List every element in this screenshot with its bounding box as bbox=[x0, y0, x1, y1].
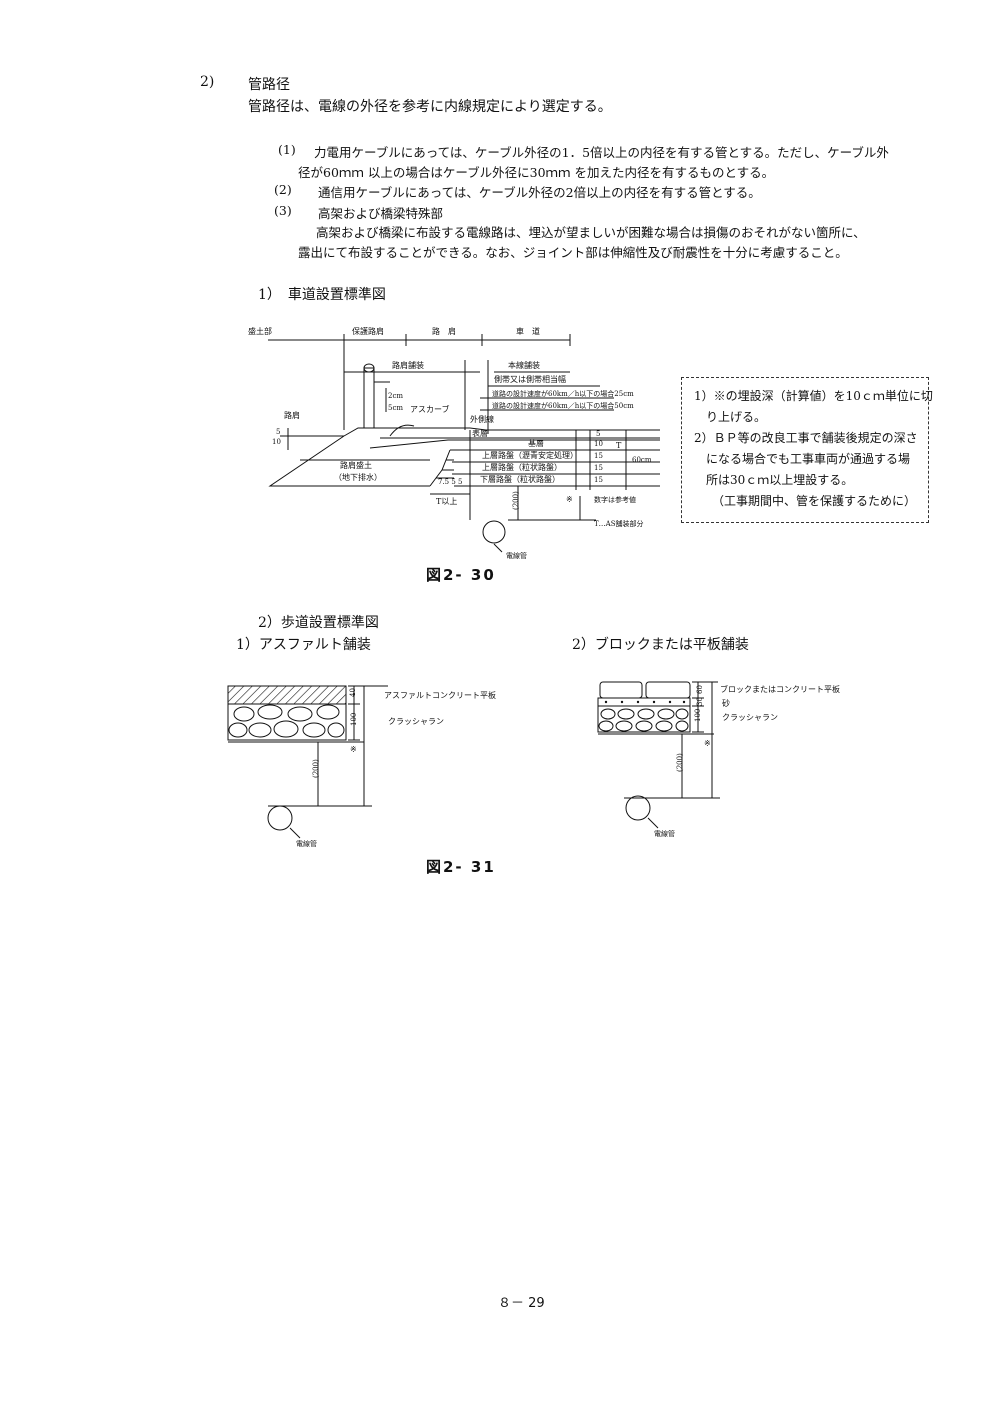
label-d755: 7.5 5 5 bbox=[438, 478, 463, 486]
label-ascurb: アスカーブ bbox=[410, 404, 450, 414]
label-2cm: 2cm bbox=[388, 392, 403, 400]
left-crusher: クラッシャラン bbox=[388, 717, 444, 726]
label-hogo-rokata: 保護路肩 bbox=[352, 326, 384, 336]
label-morido: 盛土部 bbox=[248, 326, 272, 336]
label-chika-haisui: （地下排水） bbox=[334, 472, 382, 482]
label-kome: ※ bbox=[566, 495, 573, 504]
section-intro: 管路径は、電線の外径を参考に内線規定により選定する。 bbox=[248, 99, 612, 115]
section-title: 管路径 bbox=[248, 77, 290, 93]
fig31-heading: 2）歩道設置標準図 bbox=[258, 615, 379, 631]
item-1-line1: 力電用ケーブルにあっては、ケーブル外径の1．5倍以上の内径を有する管とする。ただ… bbox=[314, 145, 889, 160]
label-n10a: 10 bbox=[272, 438, 281, 446]
item-3-number: (3) bbox=[274, 203, 292, 218]
label-rokata-left: 路肩 bbox=[284, 410, 300, 420]
note-line-1: 1）※の埋設深（計算値）を10ｃｍ単位に切 bbox=[694, 389, 933, 403]
right-d100: 100 bbox=[694, 709, 702, 722]
note-line-5: 所は30ｃｍ以上埋設する。 bbox=[694, 473, 854, 487]
item-1-number: (1) bbox=[278, 142, 296, 157]
label-hyoso: 表層 bbox=[472, 428, 488, 438]
fig31-left-diagram: 40 100 アスファルトコンクリート平板 クラッシャラン ※ (200) 電線… bbox=[227, 685, 496, 848]
item-3-line2: 高架および橋梁に布設する電線路は、埋込が望ましいが困難な場合は損傷のおそれがない… bbox=[316, 225, 866, 240]
fig30-diagram: 盛土部 保護路肩 路 肩 車 道 路肩舗装 本線舗装 側帯又は側帯相当幅 道路の… bbox=[248, 326, 660, 560]
note-line-3: 2）ＢＰ等の改良工事で舗装後規定の深さ bbox=[694, 431, 918, 445]
label-gaisokusen: 外側線 bbox=[470, 414, 494, 424]
note-line-2: り上げる。 bbox=[694, 410, 767, 424]
item-3-line1: 高架および橋梁特殊部 bbox=[318, 206, 444, 221]
label-morido-rokata: 路肩盛土 bbox=[340, 460, 372, 470]
item-1-line2: 径が60ｍｍ 以上の場合はケーブル外径に30ｍｍ を加えた内径を有するものとする… bbox=[298, 165, 775, 180]
note-line-6: （工事期間中、管を保護するために） bbox=[694, 494, 917, 508]
fig30-caption: 図2- 30 bbox=[426, 566, 496, 584]
right-block: ブロックまたはコンクリート平板 bbox=[720, 684, 840, 694]
label-densenkan: 電線管 bbox=[506, 551, 527, 560]
item-2-line1: 通信用ケーブルにあっては、ケーブル外径の2倍以上の内径を有する管とする。 bbox=[318, 185, 761, 200]
item-3-line3: 露出にて布設することができる。なお、ジョイント部は伸縮性及び耐震性を十分に考慮す… bbox=[298, 245, 848, 260]
note-line-4: になる場合でも工事車両が通過する場 bbox=[694, 452, 911, 466]
right-d30: 30 bbox=[696, 697, 704, 706]
label-speed2: 道路の設計速度が60km／h以下の場合50cm bbox=[492, 401, 634, 410]
label-n5a: 5 bbox=[276, 428, 280, 436]
fig31-right-title: 2）ブロックまたは平板舗装 bbox=[572, 637, 749, 653]
left-d200: (200) bbox=[312, 759, 320, 778]
label-rokata-hoso: 路肩舗装 bbox=[392, 360, 424, 370]
label-speed1: 道路の設計速度が60km／h以下の場合25cm bbox=[492, 389, 634, 398]
right-crusher: クラッシャラン bbox=[722, 713, 778, 722]
label-t-ijo: T以上 bbox=[436, 497, 457, 506]
label-rokata-top: 路 肩 bbox=[432, 326, 456, 336]
label-T: T bbox=[616, 441, 622, 450]
label-60cm: 60cm bbox=[632, 456, 652, 464]
left-ascon: アスファルトコンクリート平板 bbox=[384, 690, 496, 700]
label-joso: 上層路盤（瀝青安定処理） bbox=[482, 450, 578, 460]
right-d200: (200) bbox=[676, 753, 684, 772]
left-d40: 40 bbox=[349, 688, 357, 697]
label-t-as: T…AS舗装部分 bbox=[594, 519, 644, 528]
label-5cm: 5cm bbox=[388, 404, 403, 412]
label-joso2: 上層路盤（粒状路盤） bbox=[482, 462, 562, 472]
label-n15b: 15 bbox=[594, 464, 603, 472]
item-2-number: (2) bbox=[274, 182, 292, 197]
label-n5b: 5 bbox=[596, 430, 600, 438]
page-number: ８－ 29 bbox=[498, 1296, 545, 1311]
fig31-left-title: 1）アスファルト舗装 bbox=[236, 637, 371, 653]
right-densenkan: 電線管 bbox=[654, 829, 675, 838]
label-kaso: 下層路盤（粒状路盤） bbox=[480, 474, 560, 484]
label-kiso: 基層 bbox=[528, 438, 544, 448]
notes-box: 1）※の埋設深（計算値）を10ｃｍ単位に切 り上げる。 2）ＢＰ等の改良工事で舗… bbox=[681, 377, 933, 523]
left-kome: ※ bbox=[350, 745, 357, 754]
label-n10b: 10 bbox=[594, 440, 603, 448]
label-sokutai: 側帯又は側帯相当幅 bbox=[494, 374, 566, 384]
fig31-right-diagram: 60 30 100 ブロックまたはコンクリート平板 砂 クラッシャラン ※ (2… bbox=[597, 681, 840, 838]
fig30-heading: 1） 車道設置標準図 bbox=[258, 287, 386, 303]
left-d100: 100 bbox=[350, 713, 358, 726]
left-densenkan: 電線管 bbox=[296, 839, 317, 848]
label-n15c: 15 bbox=[594, 476, 603, 484]
right-kome: ※ bbox=[704, 739, 711, 748]
section-number: 2) bbox=[200, 74, 215, 90]
right-d60: 60 bbox=[696, 685, 704, 694]
label-honsen-hoso: 本線舗装 bbox=[508, 360, 540, 370]
right-suna: 砂 bbox=[722, 698, 730, 708]
label-sankochi: 数字は参考値 bbox=[594, 495, 636, 504]
label-n15a: 15 bbox=[594, 452, 603, 460]
label-d200: (200) bbox=[512, 491, 520, 510]
fig31-caption: 図2- 31 bbox=[426, 858, 496, 876]
label-shado-top: 車 道 bbox=[516, 326, 540, 336]
